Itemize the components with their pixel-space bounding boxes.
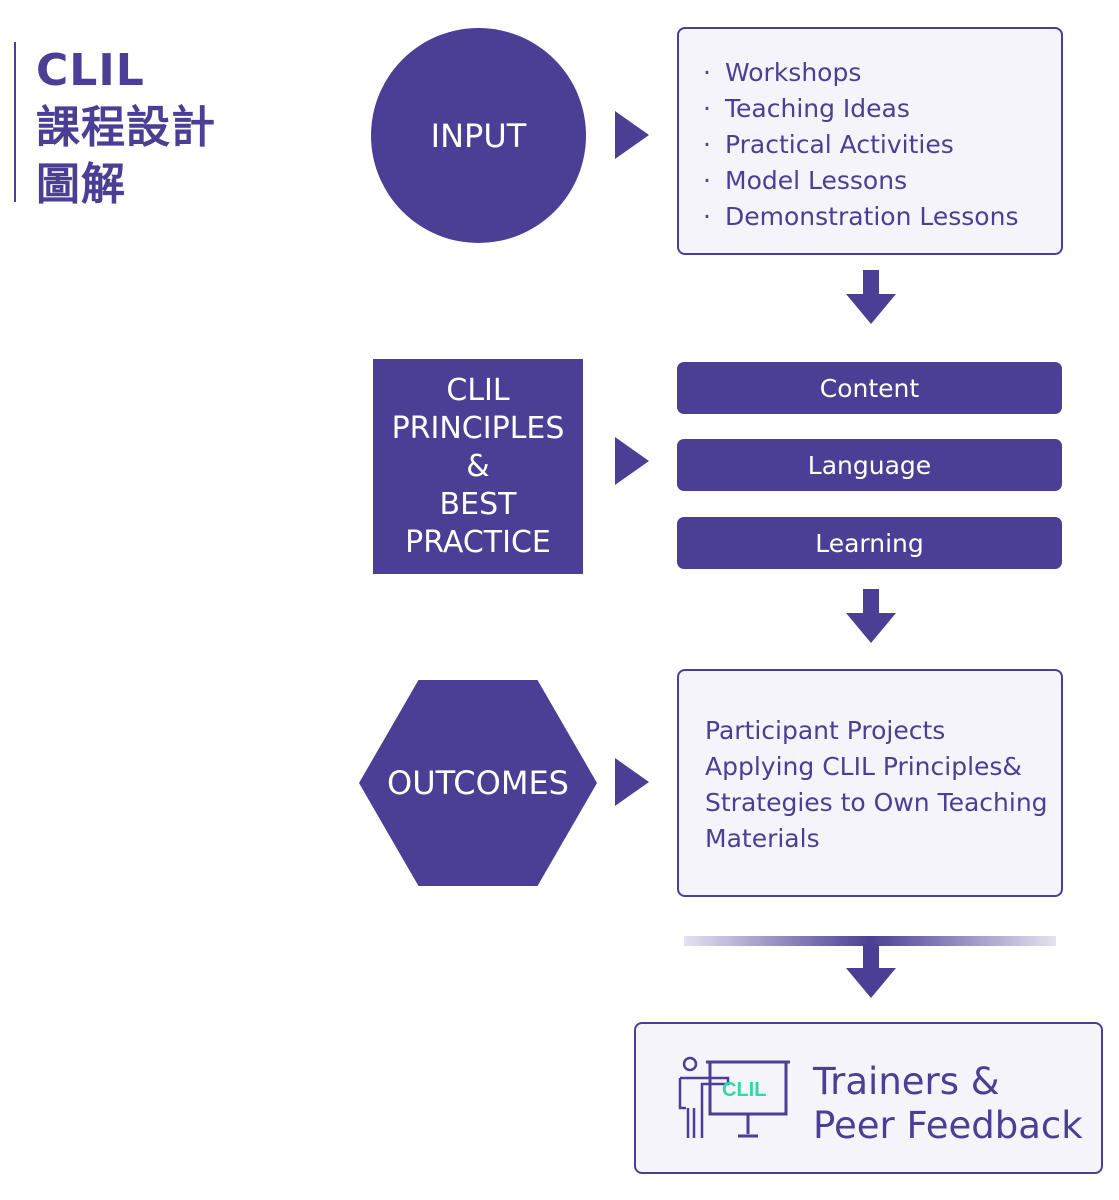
outcomes-card: Participant Projects Applying CLIL Princ… bbox=[677, 669, 1063, 897]
title-block: CLIL 課程設計 圖解 bbox=[14, 42, 216, 210]
arrow-down-icon bbox=[846, 944, 896, 998]
bullet-icon: · bbox=[703, 58, 711, 87]
list-item-label: Teaching Ideas bbox=[725, 94, 910, 123]
bullet-icon: · bbox=[703, 166, 711, 195]
bullet-icon: · bbox=[703, 94, 711, 123]
outcomes-text: Participant Projects Applying CLIL Princ… bbox=[705, 716, 1048, 853]
list-item: · Teaching Ideas bbox=[703, 91, 1061, 127]
list-item: · Workshops bbox=[703, 55, 1061, 91]
divider-gradient bbox=[684, 936, 1056, 946]
pill-language: Language bbox=[677, 439, 1062, 491]
pill-label: Language bbox=[807, 450, 932, 480]
list-item-label: Model Lessons bbox=[725, 166, 908, 195]
principles-square: CLIL PRINCIPLES & BEST PRACTICE bbox=[373, 359, 583, 574]
feedback-card: CLIL Trainers & Peer Feedback bbox=[634, 1022, 1103, 1174]
list-item: · Practical Activities bbox=[703, 127, 1061, 163]
list-item: · Model Lessons bbox=[703, 163, 1061, 199]
principles-label: CLIL PRINCIPLES & BEST PRACTICE bbox=[391, 372, 565, 560]
pill-content: Content bbox=[677, 362, 1062, 414]
outcomes-hexagon: OUTCOMES bbox=[359, 680, 597, 886]
arrow-right-icon bbox=[615, 437, 649, 485]
list-item-label: Demonstration Lessons bbox=[725, 202, 1019, 231]
pill-learning: Learning bbox=[677, 517, 1062, 569]
bullet-icon: · bbox=[703, 130, 711, 159]
arrow-right-icon bbox=[615, 758, 649, 806]
input-label: INPUT bbox=[430, 116, 527, 155]
trainer-presentation-icon: CLIL bbox=[678, 1056, 790, 1138]
feedback-text: Trainers & Peer Feedback bbox=[813, 1060, 1083, 1147]
list-item-label: Workshops bbox=[725, 58, 862, 87]
arrow-right-icon bbox=[615, 111, 649, 159]
list-item-label: Practical Activities bbox=[725, 130, 954, 159]
board-label: CLIL bbox=[722, 1079, 766, 1101]
outcomes-label: OUTCOMES bbox=[387, 764, 569, 802]
input-circle: INPUT bbox=[371, 28, 586, 243]
list-item: · Demonstration Lessons bbox=[703, 199, 1061, 235]
input-items-card: · Workshops · Teaching Ideas · Practical Ac… bbox=[677, 27, 1063, 255]
pill-label: Content bbox=[819, 373, 920, 403]
input-items-list: · Workshops · Teaching Ideas · Practical Ac… bbox=[679, 29, 1061, 235]
arrow-down-icon bbox=[846, 589, 896, 643]
arrow-down-icon bbox=[846, 270, 896, 324]
page-title: CLIL 課程設計 圖解 bbox=[36, 45, 216, 210]
bullet-icon: · bbox=[703, 202, 711, 231]
pill-label: Learning bbox=[815, 528, 924, 558]
